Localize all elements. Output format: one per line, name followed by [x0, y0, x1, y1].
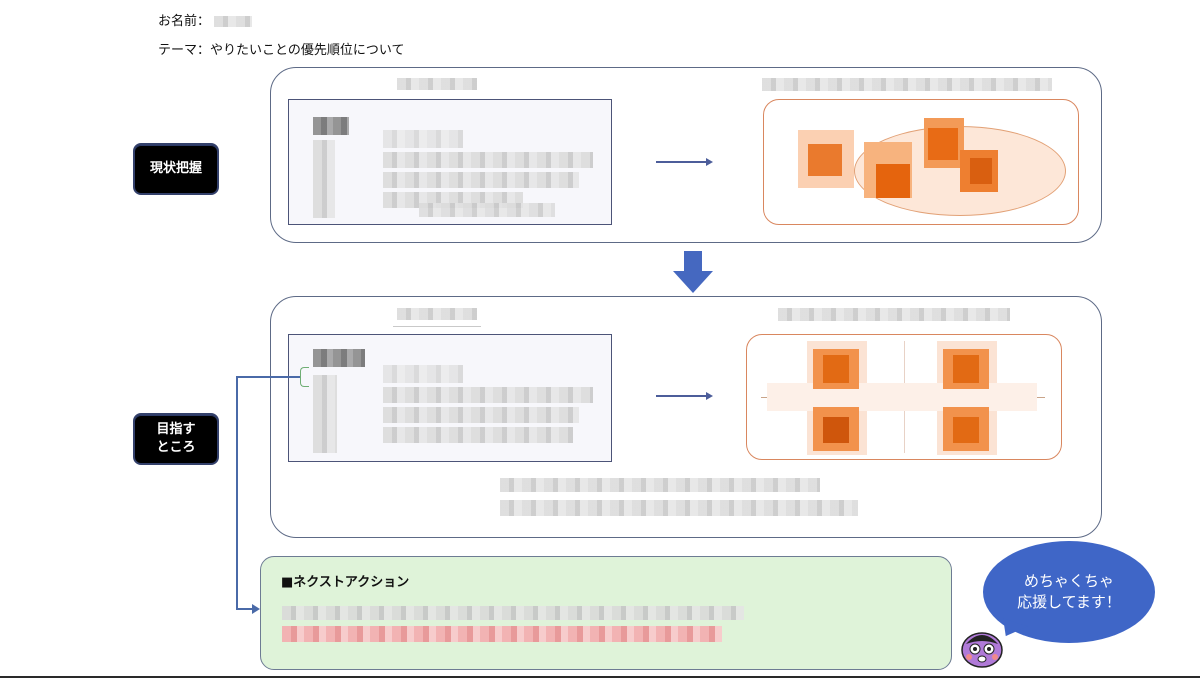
connector-bottom [236, 608, 254, 610]
goal-table [288, 334, 612, 462]
goal-table-row [383, 365, 463, 383]
heat-cell [928, 128, 958, 160]
avatar-face [960, 628, 1004, 668]
current-chart-caption [762, 78, 1052, 91]
heat-band [767, 383, 1037, 411]
name-redacted [214, 16, 253, 27]
heat-cell [823, 417, 849, 443]
label-current-state-text: 現状把握 [149, 161, 202, 176]
goal-table-header [313, 349, 365, 367]
current-arrow-head [706, 158, 713, 166]
cheer-bubble-line2: 応援してます！ [1017, 593, 1121, 611]
goal-table-bracket [300, 367, 309, 387]
next-action-line-1 [282, 606, 744, 620]
cheer-bubble-line1: めちゃくちゃ [1023, 572, 1114, 590]
theme-line: テーマ：やりたいことの優先順位について [158, 43, 405, 58]
flow-down-arrow [673, 251, 713, 293]
avatar-face-icon [961, 632, 1003, 668]
connector-arrowhead [252, 604, 260, 614]
heat-cell [970, 158, 992, 184]
goal-note-line-1 [500, 478, 820, 492]
current-table-row [383, 152, 593, 168]
current-table-caption [397, 78, 477, 90]
heat-cell [953, 417, 979, 443]
label-goal-line1: 目指す [156, 422, 196, 437]
heat-cell [808, 144, 842, 176]
goal-table-row [383, 407, 579, 423]
current-table-row [383, 172, 579, 188]
current-table-row [419, 203, 555, 217]
goal-table-row [383, 427, 573, 443]
label-goal-line2: ところ [156, 440, 196, 455]
heat-cell [823, 355, 849, 383]
current-arrow [656, 158, 713, 166]
label-goal: 目指す ところ [133, 413, 219, 465]
current-table-header [313, 117, 349, 135]
current-table-col [313, 140, 335, 218]
goal-arrow-head [706, 392, 713, 400]
goal-table-caption-underline [393, 326, 481, 327]
connector-vertical [236, 376, 238, 610]
goal-note-line-2 [500, 500, 858, 516]
name-line: お名前： [158, 10, 253, 29]
goal-chart-caption [778, 308, 1010, 321]
goal-table-col [313, 375, 337, 453]
heat-cell [953, 355, 979, 383]
next-action-line-2 [282, 626, 722, 642]
goal-table-row [383, 387, 593, 403]
next-action-title: ■ネクストアクション [281, 575, 410, 590]
flow-down-arrow-shaft [684, 251, 702, 271]
heat-cell [876, 164, 910, 198]
goal-arrow [656, 392, 713, 400]
goal-table-caption [397, 308, 477, 320]
cheer-bubble: めちゃくちゃ 応援してます！ [983, 541, 1155, 643]
current-table [288, 99, 612, 225]
connector-top [236, 376, 300, 378]
name-label: お名前： [158, 14, 211, 29]
label-current-state: 現状把握 [133, 143, 219, 195]
goal-chart [746, 334, 1062, 460]
current-table-row [383, 130, 463, 148]
bottom-rule [0, 676, 1200, 678]
current-chart [763, 99, 1079, 225]
flow-down-arrow-head [673, 271, 713, 293]
